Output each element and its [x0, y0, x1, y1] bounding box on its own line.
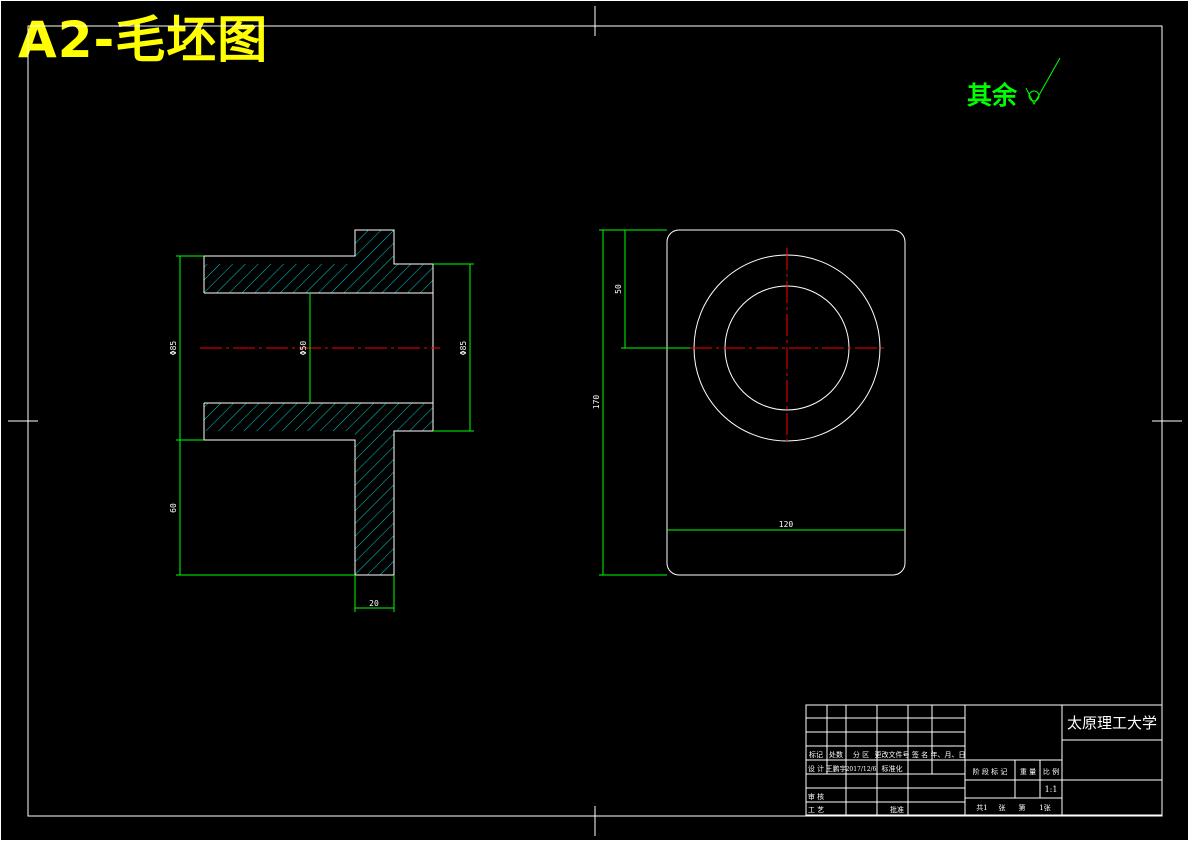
design-label: 设 计 [808, 764, 824, 773]
front-view: 170 50 120 [592, 229, 906, 576]
header-change-doc: 更改文件号 [875, 750, 910, 759]
surface-roughness-note: 其余 [967, 80, 1017, 112]
hatch-bottom-body [204, 403, 433, 431]
standardization-label: 标准化 [882, 764, 903, 773]
hatch-top-flange [355, 230, 394, 264]
dim-label-120: 120 [779, 520, 794, 529]
process-label: 工 艺 [808, 806, 824, 814]
drawing-title: A2-毛坯图 [18, 11, 269, 69]
plate-outline [666, 229, 906, 576]
sheet-no-label: 第 [1019, 803, 1026, 812]
dim-label-170: 170 [592, 395, 601, 410]
design-date: 2017/12/6 [846, 766, 877, 773]
dim-label-right: Φ85 [459, 341, 468, 356]
header-count: 处数 [829, 750, 843, 759]
designer-name: 王鹏宇 [826, 764, 847, 773]
ratio-label: 比 例 [1043, 767, 1059, 776]
header-mark: 标记 [809, 750, 823, 759]
header-sign: 签 名 [912, 750, 928, 759]
stage-mark-label: 阶 段 标 记 [973, 767, 1008, 776]
dim-label-50: 50 [614, 284, 623, 294]
hatch-bottom-flange [355, 431, 394, 575]
dim-label-60: 60 [169, 503, 178, 513]
header-date: 年、月、日 [931, 750, 966, 759]
roughness-symbol [1025, 57, 1061, 106]
title-block [805, 704, 1163, 816]
sheets-total: 共1 [976, 803, 987, 812]
approve-label: 批准 [890, 805, 904, 814]
scale-value: 1:1 [1045, 785, 1058, 794]
surface-note-text: 其余 [967, 81, 1018, 110]
weight-label: 重 量 [1020, 768, 1036, 776]
review-label: 审 核 [808, 792, 824, 801]
dim-label-20: 20 [369, 599, 379, 608]
sheet-no: 1张 [1039, 803, 1050, 812]
header-zone: 分 区 [853, 750, 869, 759]
sheet-frame [27, 25, 1163, 817]
section-view: Φ85 Φ50 Φ85 60 20 [169, 229, 474, 612]
sheets-unit: 张 [999, 803, 1006, 812]
dim-label-bore: Φ50 [299, 341, 308, 356]
hatch-top-body [204, 264, 433, 293]
dim-label-outer-left: Φ85 [169, 341, 178, 356]
school-name: 太原理工大学 [1067, 714, 1157, 732]
